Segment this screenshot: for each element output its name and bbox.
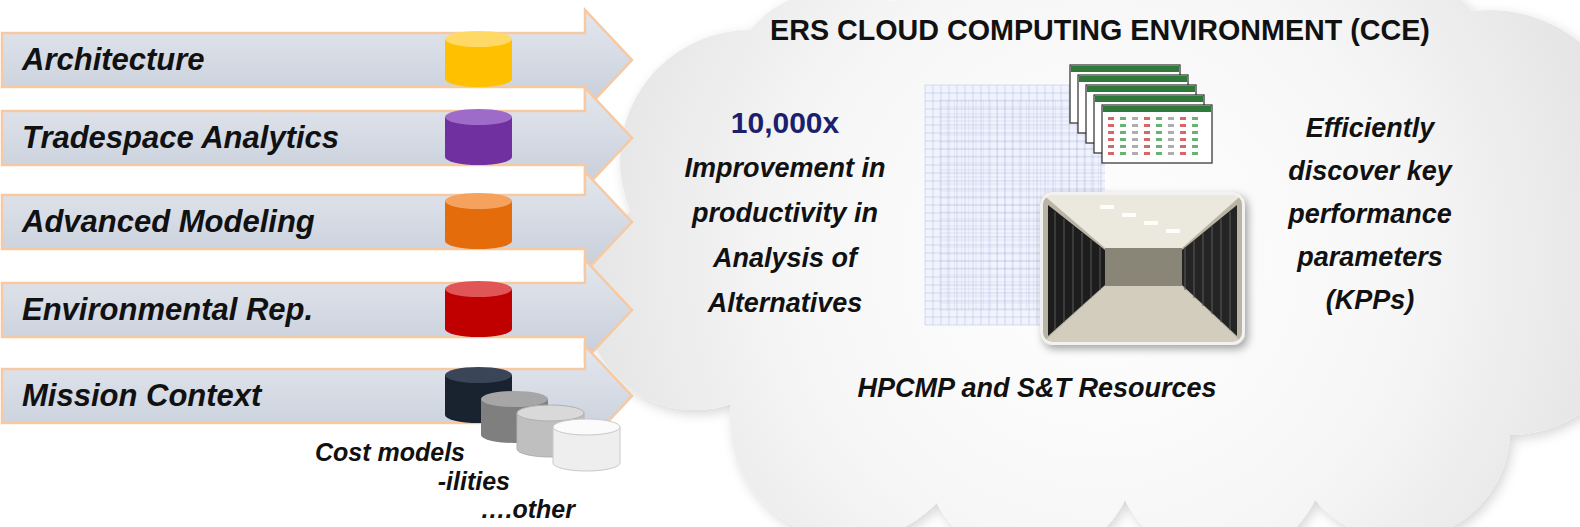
database-cylinder (445, 31, 512, 87)
input-arrow: Advanced Modeling (0, 167, 640, 277)
arrow-label: Architecture (22, 42, 205, 78)
cloud-region: ERS CLOUD COMPUTING ENVIRONMENT (CCE) 10,… (600, 0, 1580, 527)
arrow-label: Mission Context (22, 378, 261, 414)
text-holder: ERS CLOUD COMPUTING ENVIRONMENT (CCE) (620, 12, 1580, 48)
text-holder: 10,000x (660, 105, 910, 141)
cylinder-top (445, 281, 512, 297)
input-arrow: Architecture (0, 5, 640, 115)
text-holder: Tradespace Analytics (22, 111, 339, 165)
arrow-body (2, 260, 632, 360)
arrow-body (2, 10, 632, 110)
cylinder-top (445, 367, 512, 383)
text-holder: Efficiently discover key performance par… (1263, 107, 1478, 322)
database-cylinder (445, 109, 512, 165)
cloud-title: ERS CLOUD COMPUTING ENVIRONMENT (CCE) (620, 12, 1580, 48)
note-label: -ilities (438, 468, 510, 496)
text-holder: ….other (481, 496, 575, 524)
cloud-body (585, 0, 1580, 527)
text-holder: Environmental Rep. (22, 283, 313, 337)
cylinder-top (481, 391, 548, 407)
spreadsheet-stack (1070, 65, 1212, 163)
input-arrow: Tradespace Analytics (0, 83, 640, 193)
input-arrow: Mission Context (0, 341, 640, 451)
benefit-text: Efficiently discover key performance par… (1263, 107, 1478, 322)
arrow-body (2, 88, 632, 188)
metric-value: 10,000x (660, 105, 910, 141)
input-arrow: Environmental Rep. (0, 255, 640, 365)
arrow-body (2, 172, 632, 272)
text-holder: HPCMP and S&T Resources (807, 370, 1267, 406)
cylinder-top (445, 31, 512, 47)
note-label: ….other (481, 496, 575, 524)
cylinder-top (445, 193, 512, 209)
note-label: Cost models (315, 439, 465, 467)
text-holder: Cost models (315, 439, 465, 467)
database-cylinder (553, 419, 620, 471)
text-holder: -ilities (438, 468, 510, 496)
text-holder: Architecture (22, 33, 205, 87)
arrow-label: Advanced Modeling (22, 204, 315, 240)
database-cylinder (445, 281, 512, 337)
text-holder: Improvement in productivity in Analysis … (660, 146, 910, 326)
cylinder-top (517, 405, 584, 421)
arrow-label: Environmental Rep. (22, 292, 313, 328)
arrow-label: Tradespace Analytics (22, 120, 339, 156)
server-room-photo (1040, 192, 1245, 345)
database-cylinder (445, 193, 512, 249)
text-holder: Advanced Modeling (22, 195, 315, 249)
cylinder-top (445, 109, 512, 125)
resource-caption: HPCMP and S&T Resources (807, 370, 1267, 406)
metric-description: Improvement in productivity in Analysis … (660, 146, 910, 326)
text-holder: Mission Context (22, 369, 261, 423)
cylinder-top (553, 419, 620, 435)
